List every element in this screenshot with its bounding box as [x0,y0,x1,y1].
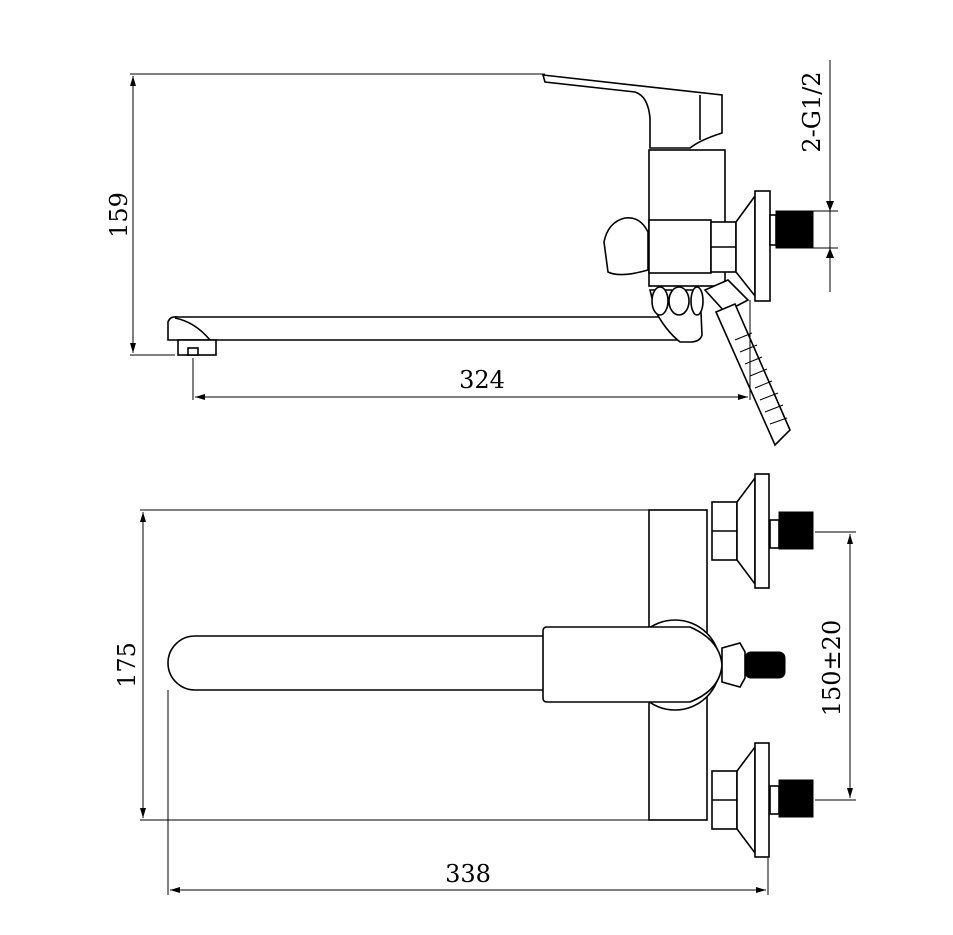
flange-cone [736,744,756,856]
flange-cone [735,193,756,299]
thread-connector [778,511,814,550]
center-distance-dimension-label: 150±20 [818,620,846,716]
top-view: 175 150±20 338 [113,473,856,895]
spout-tip [174,317,211,341]
hose-nut [703,279,750,313]
diverter-knob [603,216,649,276]
depth-dimension-label: 175 [113,642,141,688]
wall-flange [754,473,770,589]
bottom-inlet-fitting [711,742,814,858]
thread-neck [769,214,777,246]
bottom-rings [651,286,704,316]
thread-connector [775,210,814,249]
thread-neck [769,785,780,815]
spout [167,635,546,691]
lever-handle [542,626,723,703]
spout-length-dimension-label: 324 [459,366,505,394]
side-view: 159 [105,60,838,447]
total-length-dimension-label: 338 [445,860,491,888]
height-dimension-label: 159 [105,192,133,238]
thread-dimension-label: 2-G1/2 [798,71,826,152]
top-inlet-fitting [711,473,814,589]
thread-neck [769,519,780,549]
hose-thread [744,651,786,679]
flange-cone [736,475,756,587]
lever-handle [541,74,723,149]
wall-flange [754,190,771,302]
hose-ribs [734,332,788,425]
spout [167,316,691,341]
hose-nut [721,642,746,688]
diverter-block [648,219,712,274]
thread-connector [778,779,814,818]
aerator-detail [187,347,199,356]
wall-flange [754,742,770,858]
